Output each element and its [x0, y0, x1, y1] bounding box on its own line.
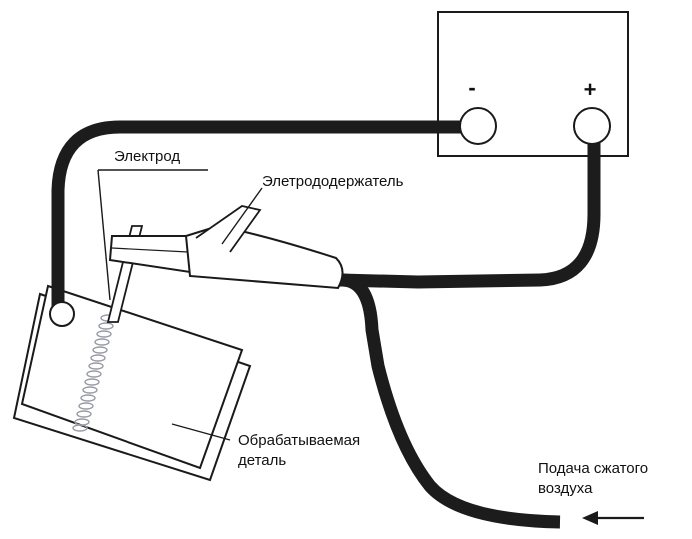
holder-lever — [195, 205, 262, 253]
weld-seam — [72, 314, 116, 432]
air-supply-arrow — [582, 511, 644, 525]
workpiece-label-line1: Обрабатываемая — [238, 432, 361, 449]
workpiece-front-sheet — [20, 284, 244, 470]
minus-terminal-label: - — [468, 75, 475, 100]
holder-label: Элетрододержатель — [262, 173, 404, 190]
air-supply-label-line1: Подача сжатого — [538, 460, 649, 477]
workpiece-label-line2: деталь — [238, 452, 287, 469]
positive-terminal — [573, 107, 611, 145]
electrode-label: Электрод — [114, 148, 181, 165]
positive-cable — [333, 121, 601, 289]
air-hose — [342, 273, 561, 529]
electrode-holder — [108, 205, 344, 290]
workpiece-ground-clamp — [49, 301, 75, 327]
workpiece-leader — [171, 423, 231, 441]
holder-leader — [221, 187, 263, 245]
electrode-leader-drop — [97, 169, 111, 301]
negative-terminal — [459, 107, 497, 145]
plus-terminal-label: + — [584, 77, 597, 102]
air-supply-label-line2: воздуха — [538, 480, 593, 497]
ground-cable — [51, 120, 481, 323]
